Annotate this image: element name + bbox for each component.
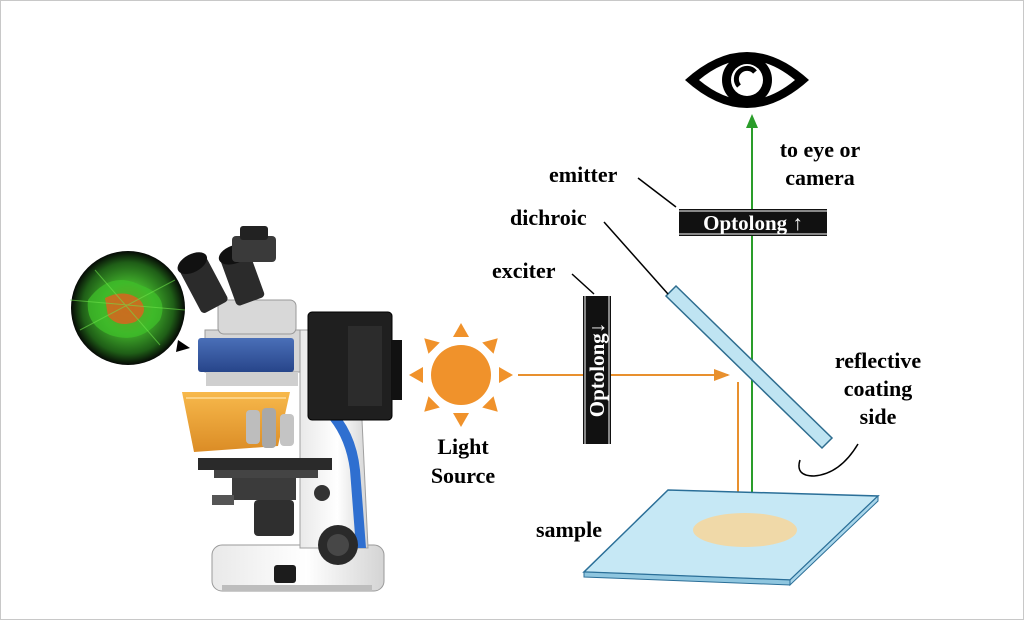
light-source-label-line2: Source: [431, 463, 496, 488]
exciter-filter: Optolong↓: [583, 296, 611, 444]
emitter-filter: Optolong ↑: [679, 209, 827, 236]
emitter-label: emitter: [549, 162, 618, 187]
dichroic-pointer: [603, 221, 669, 295]
to-eye-label-line2: camera: [785, 165, 855, 190]
light-source-label-line1: Light: [437, 434, 489, 459]
sample-slide: [582, 489, 880, 587]
excitation-arrowhead: [714, 369, 730, 381]
fluorescent-cell-icon: [69, 251, 190, 365]
emitter-pointer: [637, 177, 677, 208]
exciter-label: exciter: [492, 258, 556, 283]
sample-spot: [693, 513, 797, 547]
exciter-pointer: [571, 273, 595, 295]
eye-icon: [685, 52, 809, 108]
dichroic-label: dichroic: [510, 205, 587, 230]
reflective-label-line3: side: [860, 404, 897, 429]
microscope-icon: [177, 226, 402, 592]
to-eye-label-line1: to eye or: [780, 137, 861, 162]
dichroic-mirror: [664, 284, 834, 450]
emission-arrowhead: [746, 114, 758, 128]
reflective-label-line1: reflective: [835, 348, 922, 373]
exciter-filter-label: Optolong↓: [585, 323, 609, 418]
reflective-label-line2: coating: [844, 376, 912, 401]
reflective-pointer: [798, 443, 859, 477]
emitter-filter-label: Optolong ↑: [703, 211, 803, 235]
sun-icon: [409, 323, 513, 427]
sample-label: sample: [536, 517, 602, 542]
